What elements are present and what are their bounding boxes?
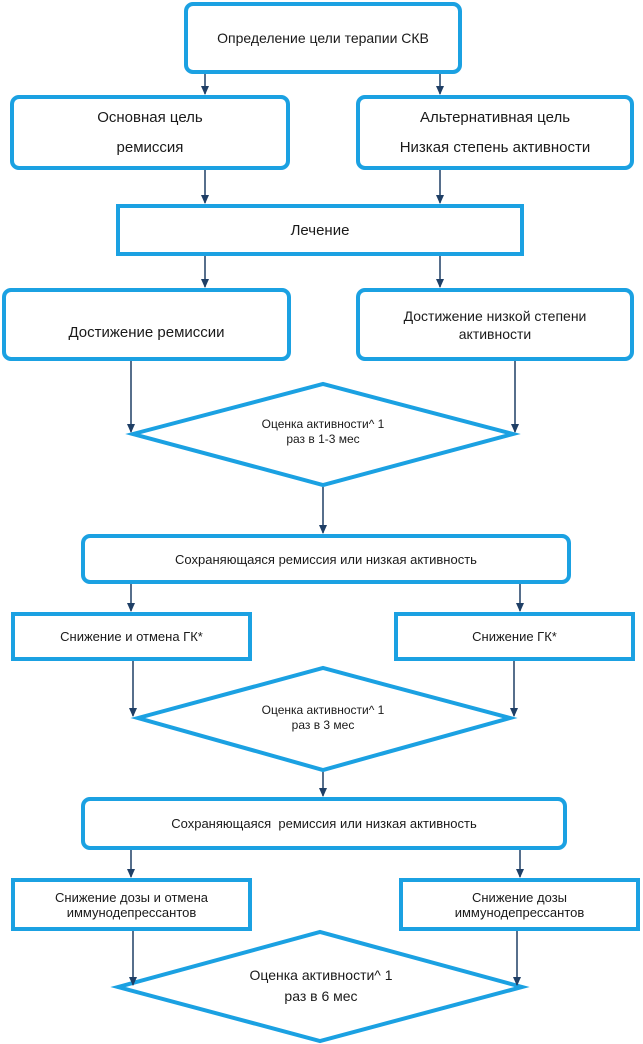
remission-achieved-text: Достижение ремиссии	[68, 324, 225, 341]
assessment-3-line1: Оценка активности^ 1	[249, 967, 393, 983]
assessment-1-text: Оценка активности^ 1 раз в 1-3 мес	[262, 417, 385, 447]
maintained-remission-box-2: Сохраняющаяся ремиссия или низкая активн…	[81, 797, 567, 850]
low-activity-line2: активности	[458, 325, 532, 342]
alternative-goal-line1: Альтернативная цель	[419, 108, 571, 126]
assessment-2-text: Оценка активности^ 1 раз в 3 мес	[262, 703, 385, 733]
assessment-1-line1: Оценка активности^ 1	[261, 417, 385, 431]
reduce-immuno-line1: Снижение дозы	[471, 889, 567, 905]
alternative-goal-box: Альтернативная цель Низкая степень актив…	[356, 95, 634, 170]
reduce-stop-gc-text: Снижение и отмена ГК*	[60, 629, 203, 644]
therapy-goal-text: Определение цели терапии СКВ	[217, 30, 429, 46]
treatment-text: Лечение	[290, 221, 350, 239]
assessment-3-text: Оценка активности^ 1 раз в 6 мес	[249, 965, 392, 1007]
assessment-diamond-1	[125, 381, 521, 488]
therapy-goal-box: Определение цели терапии СКВ	[184, 2, 462, 74]
reduce-immuno-line2: иммунодепрессантов	[454, 904, 585, 920]
maintained-remission-text-2: Сохраняющаяся ремиссия или низкая активн…	[171, 816, 477, 831]
remission-achieved-box: Достижение ремиссии	[2, 288, 291, 361]
reduce-gc-text: Снижение ГК*	[472, 629, 557, 644]
reduce-stop-immuno-line1: Снижение дозы и отмена	[55, 889, 208, 905]
low-activity-achieved-box: Достижение низкой степени активности	[356, 288, 634, 361]
assessment-diamond-3	[110, 929, 530, 1044]
main-goal-line2: ремиссия	[116, 138, 184, 156]
low-activity-line1: Достижение низкой степени	[403, 307, 587, 324]
treatment-box: Лечение	[116, 204, 524, 256]
reduce-gc-box: Снижение ГК*	[394, 612, 635, 661]
assessment-2-line2: раз в 3 мес	[291, 718, 355, 732]
maintained-remission-box-1: Сохраняющаяся ремиссия или низкая активн…	[81, 534, 571, 584]
main-goal-box: Основная цель ремиссия	[10, 95, 290, 170]
assessment-3-line2: раз в 6 мес	[284, 988, 358, 1004]
reduce-stop-immuno-box: Снижение дозы и отмена иммунодепрессанто…	[11, 878, 252, 931]
reduce-stop-immuno-line2: иммунодепрессантов	[66, 904, 197, 920]
reduce-stop-gc-box: Снижение и отмена ГК*	[11, 612, 252, 661]
reduce-immuno-box: Снижение дозы иммунодепрессантов	[399, 878, 640, 931]
assessment-diamond-2	[130, 665, 518, 773]
alternative-goal-line2: Низкая степень активности	[399, 138, 591, 156]
assessment-2-line1: Оценка активности^ 1	[261, 703, 385, 717]
assessment-1-line2: раз в 1-3 мес	[286, 432, 360, 446]
maintained-remission-text-1: Сохраняющаяся ремиссия или низкая активн…	[175, 551, 477, 567]
main-goal-line1: Основная цель	[97, 108, 203, 126]
